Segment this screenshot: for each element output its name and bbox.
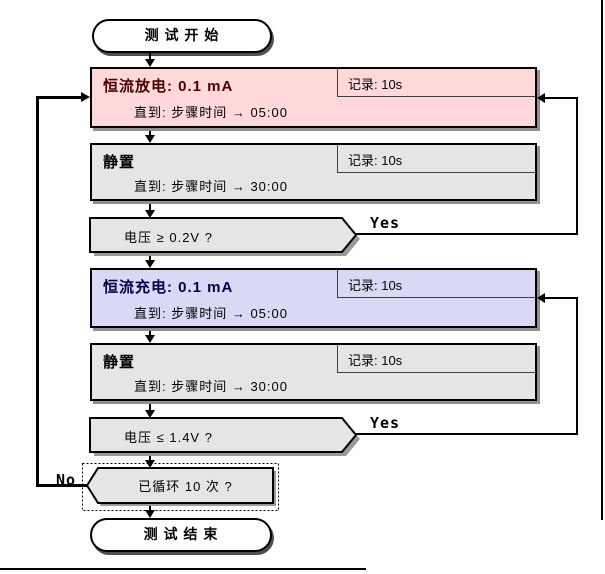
rest1-record-label: 记录: 10s	[348, 153, 403, 168]
connector-discharge-rest1	[149, 127, 151, 136]
arrowhead-down-icon	[145, 260, 155, 268]
connector-rest1-decision1	[149, 201, 151, 211]
connector-cyclecheck-end	[149, 503, 151, 511]
charge-until: 直到: 步骤时间 → 05:00	[134, 306, 288, 321]
decision2-shape: 电压 ≤ 1.4V ?	[88, 416, 360, 458]
discharge-until: 直到: 步骤时间 → 05:00	[134, 105, 288, 120]
page-border-right	[601, 0, 603, 520]
step-charge-box: 记录: 10s 恒流充电: 0.1 mA 直到: 步骤时间 → 05:00	[90, 268, 537, 328]
rest2-record-label: 记录: 10s	[348, 353, 403, 368]
cycle-check-shape: 已循环 10 次 ?	[82, 463, 282, 514]
connector-charge-rest2	[149, 324, 151, 336]
charge-record-box: 记录: 10s	[337, 270, 535, 298]
loop1-return-line	[545, 97, 578, 99]
loop2-return-line	[545, 297, 578, 299]
loop1-up-line	[576, 97, 578, 235]
rest2-until: 直到: 步骤时间 → 30:00	[134, 379, 288, 394]
end-label: 测 试 结 束	[143, 526, 219, 542]
arrowhead-down-icon	[145, 460, 155, 468]
arrowhead-down-icon	[145, 410, 155, 418]
noloop-up-line	[36, 96, 39, 487]
arrowhead-down-icon	[145, 510, 155, 518]
step-rest2-box: 记录: 10s 静置 直到: 步骤时间 → 30:00	[90, 343, 537, 401]
connector-decision1-charge	[149, 252, 151, 261]
decision1-label: 电压 ≥ 0.2V ?	[124, 230, 213, 245]
discharge-record-box: 记录: 10s	[337, 69, 535, 97]
decision1-chevron-icon	[89, 217, 360, 256]
arrowhead-left-icon	[537, 93, 545, 103]
arrowhead-right-icon	[81, 92, 90, 102]
noloop-out-line	[36, 484, 87, 487]
cycle-check-pentagon-icon	[82, 463, 279, 511]
rest2-title: 静置	[103, 354, 136, 371]
page-border-bottom	[0, 568, 366, 570]
arrowhead-left-icon	[537, 293, 545, 303]
rest2-record-box: 记录: 10s	[337, 345, 535, 373]
rest1-record-box: 记录: 10s	[337, 145, 535, 173]
decision1-yes-label: Yes	[370, 214, 401, 232]
rest1-title: 静置	[103, 154, 136, 171]
loop1-yes-line	[355, 233, 578, 235]
rest1-until: 直到: 步骤时间 → 30:00	[134, 179, 288, 194]
decision1-shape: 电压 ≥ 0.2V ?	[88, 216, 360, 258]
arrowhead-down-icon	[145, 135, 155, 143]
step-discharge-box: 记录: 10s 恒流放电: 0.1 mA 直到: 步骤时间 → 05:00	[90, 67, 537, 128]
discharge-title: 恒流放电: 0.1 mA	[103, 78, 234, 95]
charge-record-label: 记录: 10s	[348, 278, 403, 293]
decision2-label: 电压 ≤ 1.4V ?	[124, 430, 213, 445]
arrowhead-down-icon	[145, 59, 155, 67]
discharge-record-label: 记录: 10s	[348, 77, 403, 92]
start-label: 测 试 开 始	[144, 27, 220, 43]
decision2-yes-label: Yes	[370, 414, 401, 432]
connector-start-discharge	[149, 53, 151, 60]
loop2-yes-line	[355, 433, 578, 435]
step-rest1-box: 记录: 10s 静置 直到: 步骤时间 → 30:00	[90, 143, 537, 201]
arrowhead-down-icon	[145, 335, 155, 343]
noloop-return-line	[36, 96, 81, 99]
connector-decision2-cyclecheck	[149, 452, 151, 461]
connector-rest2-decision2	[149, 401, 151, 411]
decision2-chevron-icon	[89, 417, 360, 456]
arrowhead-down-icon	[145, 210, 155, 218]
start-terminal: 测 试 开 始	[92, 19, 272, 53]
cycle-check-label: 已循环 10 次 ?	[138, 479, 233, 494]
end-terminal: 测 试 结 束	[90, 518, 272, 552]
loop2-up-line	[576, 297, 578, 435]
charge-title: 恒流充电: 0.1 mA	[103, 279, 234, 296]
